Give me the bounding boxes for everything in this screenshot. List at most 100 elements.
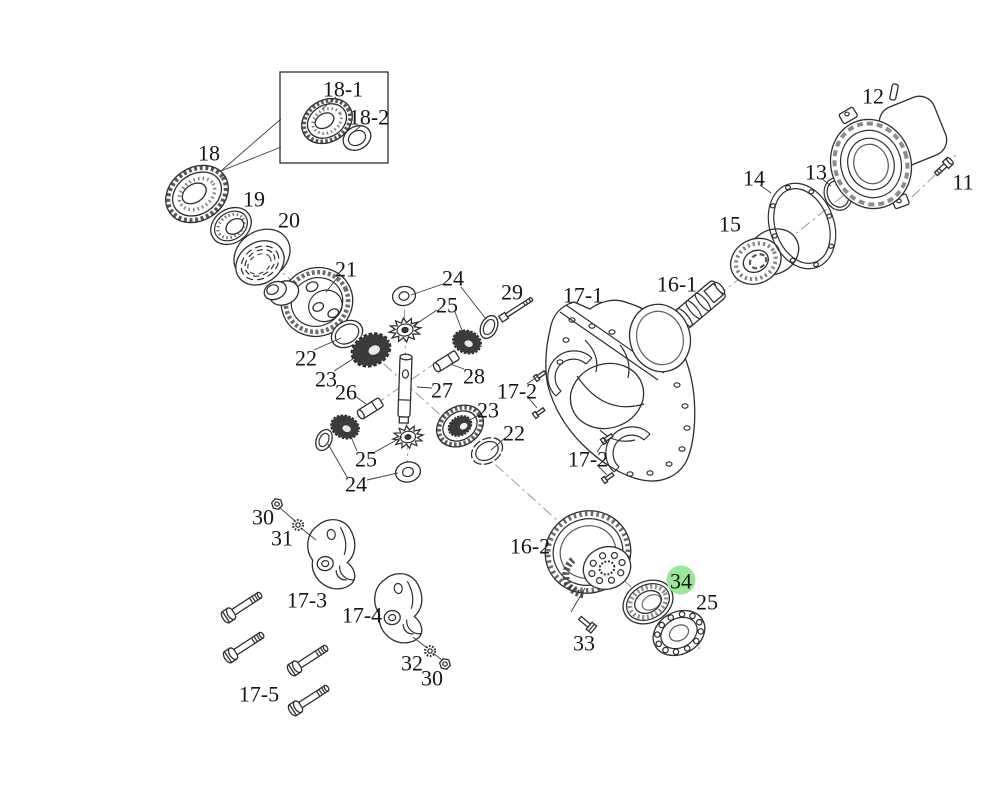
part-label-26: 26 — [335, 380, 357, 405]
part-18-2-washer — [342, 125, 372, 151]
leader-line — [460, 286, 487, 320]
part-29-bolt — [497, 297, 534, 323]
part-label-19: 19 — [243, 187, 265, 212]
part-label-24: 24 — [345, 472, 367, 497]
part-label-32: 32 — [401, 651, 423, 676]
part-label-18-2: 18-2 — [349, 105, 389, 130]
part-label-34: 34 — [670, 569, 692, 594]
part-11-bolt — [933, 156, 954, 177]
leader-line — [412, 309, 438, 327]
leader-line — [596, 438, 607, 453]
part-label-20: 20 — [278, 208, 300, 233]
leader-line — [325, 276, 339, 293]
leader-line — [333, 354, 360, 372]
part-33-bolt — [577, 615, 598, 634]
leader-line — [454, 311, 464, 334]
part-label-17-2: 17-2 — [497, 379, 537, 404]
part-15-bearing — [729, 228, 800, 285]
part-label-15: 15 — [719, 212, 741, 237]
part-23-side-gear-right — [435, 404, 485, 448]
part-25-bearing-cage — [652, 609, 706, 657]
leader-line — [220, 118, 282, 172]
part-27-spider-shaft — [397, 353, 413, 424]
leader-line — [570, 587, 586, 613]
part-label-11: 11 — [952, 170, 973, 195]
part-17-3-bearing-cap — [303, 516, 362, 594]
part-label-23: 23 — [315, 367, 337, 392]
leader-line — [596, 464, 608, 476]
part-label-28: 28 — [463, 364, 485, 389]
part-18-1-bearing — [301, 97, 353, 145]
part-label-29: 29 — [501, 280, 523, 305]
part-14-gasket — [767, 182, 837, 270]
part-25-pinion-top — [386, 315, 424, 345]
part-label-25: 25 — [696, 590, 718, 615]
part-label-33: 33 — [573, 631, 595, 656]
leader-line — [410, 283, 444, 296]
part-34-bearing — [622, 579, 674, 625]
part-25-pinion-bottom — [390, 422, 426, 452]
part-label-24: 24 — [442, 266, 464, 291]
leader-line — [321, 96, 337, 110]
part-label-17-5: 17-5 — [239, 682, 279, 707]
part-label-27: 27 — [431, 378, 453, 403]
leader-line — [220, 146, 282, 172]
leader-line — [759, 184, 772, 194]
leader-line — [327, 443, 348, 478]
part-label-22: 22 — [295, 346, 317, 371]
part-24-washer-bottom — [394, 461, 422, 483]
part-20-adjusting-ring — [233, 228, 291, 286]
leader-line — [416, 386, 433, 389]
leader-line — [278, 506, 296, 522]
part-label-16-1: 16-1 — [657, 272, 697, 297]
leader-line — [300, 527, 317, 541]
part-28-pin — [432, 350, 460, 373]
leader-line — [432, 652, 443, 661]
parts-layer — [165, 71, 954, 719]
leader-line — [354, 395, 367, 405]
part-22-washer-right — [470, 437, 504, 465]
leader-line — [366, 472, 399, 481]
leader-line — [350, 124, 363, 135]
part-18-bearing — [165, 164, 229, 224]
part-label-25: 25 — [436, 293, 458, 318]
part-label-16-2: 16-2 — [510, 534, 550, 559]
leader-line — [526, 395, 538, 409]
part-label-25: 25 — [355, 447, 377, 472]
part-label-18: 18 — [198, 141, 220, 166]
part-26-pin — [356, 397, 384, 420]
leader-line — [526, 375, 539, 385]
part-19-bearing — [210, 206, 252, 246]
part-label-23: 23 — [477, 398, 499, 423]
part-label-12: 12 — [862, 84, 884, 109]
leader-line — [449, 363, 465, 370]
leader-line — [820, 177, 832, 187]
part-label-13: 13 — [805, 160, 827, 185]
part-21-diff-case — [263, 266, 354, 338]
part-12-bearing-cage — [829, 83, 948, 210]
part-label-17-4: 17-4 — [342, 603, 382, 628]
part-labels: 18-118-218192021222326252424252928272322… — [198, 77, 974, 707]
leader-line — [412, 636, 428, 649]
part-label-14: 14 — [743, 166, 765, 191]
highlight-circle — [666, 565, 696, 595]
part-label-31: 31 — [271, 526, 293, 551]
leader-line — [374, 436, 403, 453]
part-16-1-drive-pinion — [628, 280, 726, 373]
inset-detail-box — [279, 71, 389, 164]
part-label-21: 21 — [335, 257, 357, 282]
part-label-30: 30 — [421, 666, 443, 691]
part-24-washer-top — [391, 285, 417, 307]
part-label-18-1: 18-1 — [323, 77, 363, 102]
part-24-washer-left — [315, 428, 333, 452]
part-label-17-3: 17-3 — [287, 588, 327, 613]
part-24-washer-right — [479, 314, 499, 340]
part-label-17-2: 17-2 — [568, 447, 608, 472]
leader-line — [465, 414, 480, 423]
part-label-30: 30 — [252, 505, 274, 530]
leader-line — [313, 337, 342, 351]
leader-lines — [220, 96, 832, 661]
part-label-17-1: 17-1 — [563, 283, 603, 308]
